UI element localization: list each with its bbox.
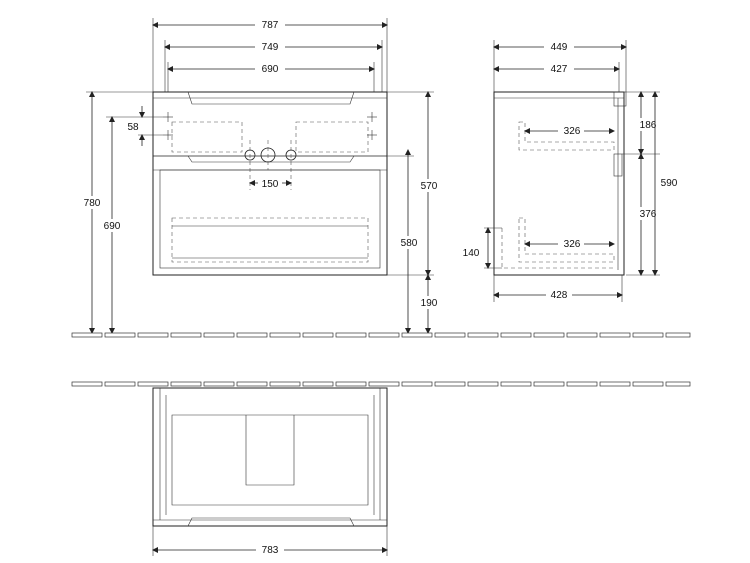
dimension-label-150: 150: [262, 179, 279, 190]
floor-segment: [599, 332, 631, 338]
dimension-label-376: 376: [640, 209, 657, 220]
upper-drawer-left: [171, 121, 243, 153]
floor-segment: [269, 381, 301, 387]
floor-segment: [203, 381, 235, 387]
floor-segment: [104, 332, 136, 338]
floor-segment: [434, 381, 466, 387]
floor-segment: [632, 332, 664, 338]
dimension-label-570: 570: [421, 181, 438, 192]
dimension-label-427: 427: [551, 64, 568, 75]
dimension-label-590: 590: [661, 178, 678, 189]
floor-segment: [467, 332, 499, 338]
lower-drawer-front: [159, 169, 381, 269]
dimension-label-580: 580: [401, 238, 418, 249]
dimension-label-690-height: 690: [104, 221, 121, 232]
floor-segment: [566, 381, 598, 387]
floor-segment: [170, 381, 202, 387]
dimension-label-783: 783: [262, 545, 279, 556]
dimension-label-449: 449: [551, 42, 568, 53]
plan-cabinet-outline: [152, 387, 388, 527]
floor-line-upper: [71, 332, 691, 338]
floor-segment: [104, 381, 136, 387]
mounting-crosshairs: [163, 112, 377, 140]
floor-segment: [335, 381, 367, 387]
dimension-label-140: 140: [463, 248, 480, 259]
floor-segment: [71, 381, 103, 387]
floor-segment: [368, 332, 400, 338]
lower-drawer-interior: [171, 217, 369, 263]
dimension-label-787: 787: [262, 20, 279, 31]
dimension-label-186: 186: [640, 120, 657, 131]
tap-holes: [244, 140, 297, 190]
floor-segment: [71, 332, 103, 338]
dimension-label-428: 428: [551, 290, 568, 301]
floor-segment: [335, 332, 367, 338]
dimension-label-190: 190: [421, 298, 438, 309]
side-cabinet-outline: [493, 91, 625, 276]
floor-segment: [467, 381, 499, 387]
floor-segment: [533, 332, 565, 338]
floor-segment: [137, 332, 169, 338]
floor-segment: [500, 381, 532, 387]
floor-segment: [203, 332, 235, 338]
floor-segment: [236, 381, 268, 387]
floor-segment: [302, 381, 334, 387]
floor-segment: [533, 381, 565, 387]
floor-segment: [368, 381, 400, 387]
dimension-label-780: 780: [84, 198, 101, 209]
floor-segment: [434, 332, 466, 338]
side-view: 449 427 326 326 186 376 590: [463, 40, 682, 302]
dimension-label-326-lower: 326: [564, 239, 581, 250]
floor-segment: [269, 332, 301, 338]
floor-segment: [401, 381, 433, 387]
floor-segment: [566, 332, 598, 338]
front-view: 787 749 690: [80, 18, 441, 334]
dimension-label-58: 58: [127, 122, 139, 133]
dimension-label-326-upper: 326: [564, 126, 581, 137]
floor-segment: [401, 332, 433, 338]
floor-line-lower: [71, 381, 691, 387]
floor-segment: [236, 332, 268, 338]
floor-segment: [632, 381, 664, 387]
floor-segment: [302, 332, 334, 338]
dimension-label-749: 749: [262, 42, 279, 53]
upper-drawer-right: [295, 121, 369, 153]
floor-segment: [665, 381, 691, 387]
floor-segment: [500, 332, 532, 338]
dimension-label-690-width: 690: [262, 64, 279, 75]
floor-segment: [599, 381, 631, 387]
plan-view: 783: [152, 387, 388, 556]
floor-segment: [170, 332, 202, 338]
floor-segment: [137, 381, 169, 387]
floor-segment: [665, 332, 691, 338]
front-cabinet-outline: [152, 91, 388, 276]
